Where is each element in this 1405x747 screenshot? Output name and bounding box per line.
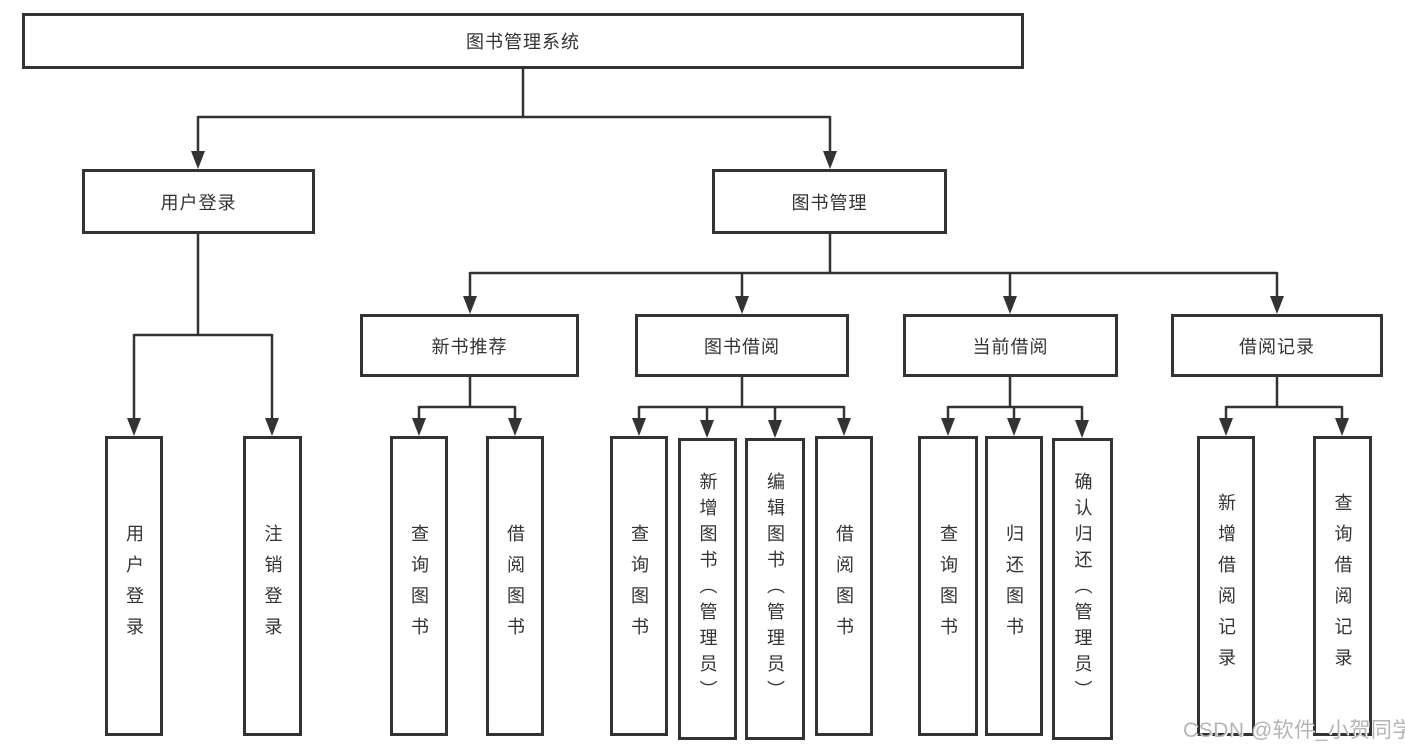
node-leaf-query-books-current: 查询图书 (918, 436, 978, 736)
node-leaf-query-borrow-record: 查询借阅记录 (1313, 436, 1372, 736)
node-leaf-return-books: 归还图书 (985, 436, 1043, 736)
node-new-book-recommendation: 新书推荐 (360, 314, 579, 377)
node-leaf-user-login: 用户登录 (105, 436, 163, 736)
node-book-borrowing: 图书借阅 (635, 314, 849, 377)
node-user-login-branch: 用户登录 (82, 169, 315, 234)
node-leaf-borrow-books-recommend: 借阅图书 (486, 436, 544, 736)
node-leaf-add-borrow-record: 新增借阅记录 (1197, 436, 1255, 736)
node-leaf-add-books-admin: 新增图书（管理员） (678, 438, 737, 740)
node-leaf-logout: 注销登录 (243, 436, 302, 736)
node-leaf-query-books-borrowing: 查询图书 (610, 436, 668, 736)
node-leaf-query-books-recommend: 查询图书 (390, 436, 448, 736)
node-library-management-system: 图书管理系统 (22, 13, 1024, 69)
node-leaf-confirm-return-admin: 确认归还（管理员） (1052, 438, 1113, 740)
csdn-watermark: CSDN @软件_小贺同学 (1183, 719, 1405, 742)
node-current-borrowing: 当前借阅 (903, 314, 1118, 377)
node-leaf-edit-books-admin: 编辑图书（管理员） (745, 438, 805, 740)
node-leaf-borrow-books: 借阅图书 (815, 436, 873, 736)
node-borrow-records: 借阅记录 (1171, 314, 1383, 377)
node-book-management-branch: 图书管理 (712, 169, 947, 234)
